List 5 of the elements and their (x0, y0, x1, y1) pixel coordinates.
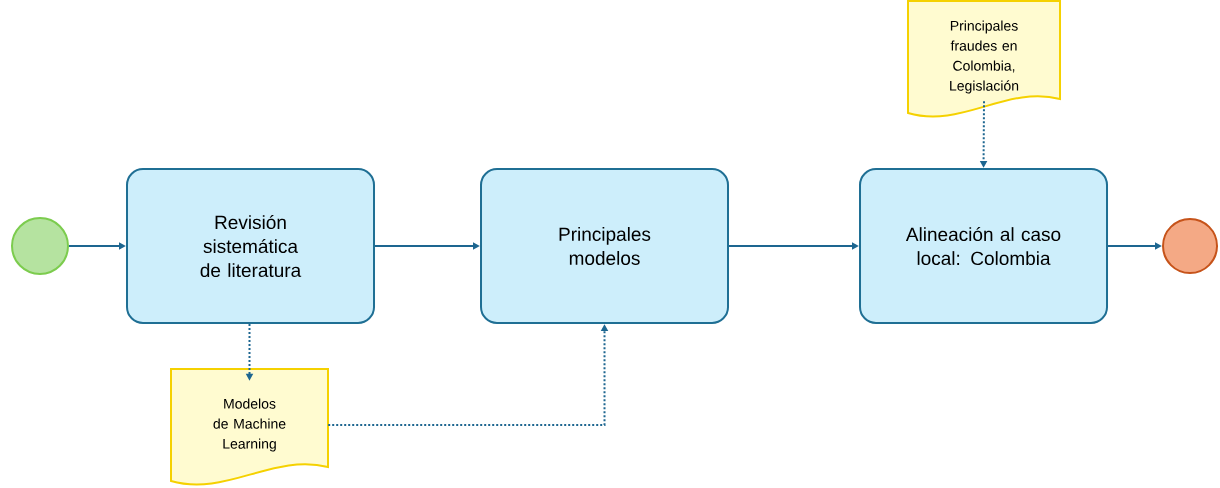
process-box: Principales modelos (480, 168, 729, 324)
process-box: Revisión sistemática de literatura (126, 168, 375, 324)
end-event-circle (1162, 218, 1218, 274)
process-box: Alineación al caso local: Colombia (859, 168, 1108, 324)
start-event-circle (11, 217, 69, 275)
